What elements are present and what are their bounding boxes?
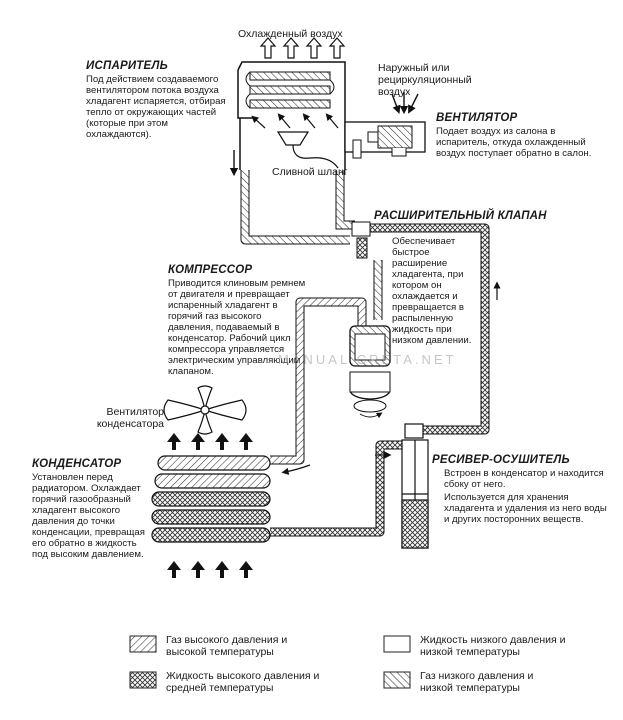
legend-swatch-high-pressure-liquid — [129, 671, 157, 689]
receiver-drier-text-2: Используется для хранения хладагента и у… — [444, 492, 607, 525]
drain-hose-label: Сливной шланг — [272, 166, 348, 178]
condenser — [151, 455, 271, 543]
expansion-valve — [351, 221, 371, 259]
condenser-text: Установлен перед радиатором. Охлаждает г… — [32, 472, 145, 560]
watermark: MANUAL.CRETA.NET — [278, 352, 457, 367]
receiver-drier — [401, 423, 429, 549]
legend-swatches — [129, 635, 411, 689]
receiver-drier-text-1: Встроен в конденсатор и находится сбоку … — [444, 468, 604, 490]
receiver-drier-title: РЕСИВЕР-ОСУШИТЕЛЬ — [432, 454, 570, 466]
flow-arrows — [281, 281, 501, 475]
condenser-title: КОНДЕНСАТОР — [32, 458, 122, 470]
outside-air-arrows — [391, 92, 419, 115]
condenser-fan-label: Вентилятор конденсатора — [96, 406, 164, 430]
condenser-air-arrows — [167, 433, 253, 578]
evaporator-airflow-arrows — [251, 113, 339, 129]
legend-label-high-pressure-liquid: Жидкость высокого давления и средней тем… — [166, 670, 320, 694]
condenser-fan — [163, 385, 247, 435]
suction-line — [240, 170, 350, 245]
cooled-air-arrows — [259, 37, 346, 59]
drain-hose — [276, 131, 339, 169]
outside-air-label: Наружный или рециркуляционный воздух — [378, 62, 472, 98]
legend-label-low-pressure-liquid: Жидкость низкого давления и низкой темпе… — [420, 634, 566, 658]
expansion-valve-title: РАСШИРИТЕЛЬНЫЙ КЛАПАН — [374, 210, 547, 222]
blower-fan — [344, 121, 426, 159]
evaporator-title: ИСПАРИТЕЛЬ — [86, 60, 168, 72]
cooled-air-label: Охлажденный воздух — [238, 28, 343, 40]
legend-swatch-low-pressure-liquid — [383, 635, 411, 653]
fan-title: ВЕНТИЛЯТОР — [436, 112, 518, 124]
fan-text: Подает воздух из салона в испаритель, от… — [436, 126, 592, 159]
legend-label-high-pressure-gas: Газ высокого давления и высокой температ… — [166, 634, 288, 658]
expansion-valve-text: Обеспечивает быстрое расширение хладаген… — [392, 236, 472, 346]
evaporator — [237, 61, 346, 170]
compressor — [349, 325, 391, 419]
compressor-title: КОМПРЕССОР — [168, 264, 253, 276]
evaporator-text: Под действием создаваемого вентилятором … — [86, 74, 226, 140]
legend-label-low-pressure-gas: Газ низкого давления и низкой температур… — [420, 670, 534, 694]
compressor-text: Приводится клиновым ремнем от двигателя … — [168, 278, 306, 377]
legend-swatch-low-pressure-gas — [383, 671, 411, 689]
legend-swatch-high-pressure-gas — [129, 635, 157, 653]
